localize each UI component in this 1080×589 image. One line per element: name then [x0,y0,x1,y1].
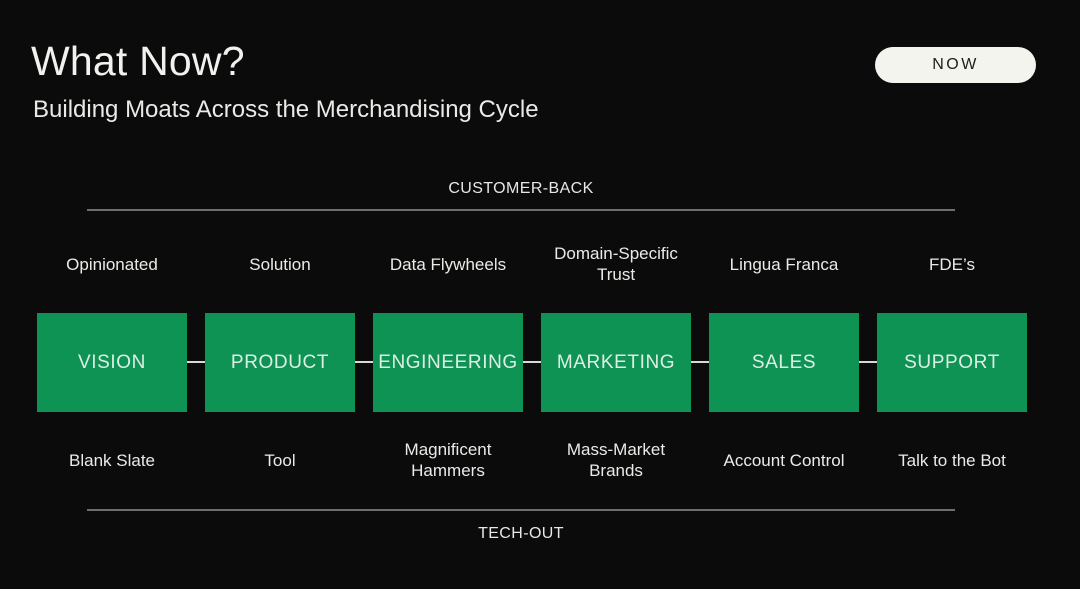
stage-bottom-label: Tool [264,450,296,470]
stage-top-label: Data Flywheels [389,254,507,274]
page-subtitle: Building Moats Across the Merchandising … [33,96,539,123]
page-title: What Now? [31,38,245,84]
stage-box-vision: VISION [37,313,187,412]
connector-line [523,361,541,363]
stage-top-label: Solution [249,254,311,274]
stage-box-label: SALES [751,351,817,373]
bottom-labels-row: Blank Slate Tool Magnificent Hammers Mas… [37,412,1027,508]
connector-line [691,361,709,363]
top-labels-row: Opinionated Solution Data Flywheels Doma… [37,222,1027,306]
stage-top-label: Lingua Franca [729,254,839,274]
connector-line [859,361,877,363]
stage-bottom-label: Mass-Market Brands [566,440,666,480]
stage-box-label: MARKETING [556,351,676,373]
connector-line [187,361,205,363]
stage-box-engineering: ENGINEERING [355,313,523,412]
tech-out-axis-label: TECH-OUT [478,525,564,542]
top-axis-line [87,209,955,211]
stage-bottom-label: Magnificent Hammers [404,440,492,480]
stage-box-support: SUPPORT [859,313,1027,412]
stage-box-label: ENGINEERING [378,351,518,373]
customer-back-axis-label: CUSTOMER-BACK [448,180,594,197]
stage-box-product: PRODUCT [187,313,355,412]
stage-box-label: PRODUCT [230,351,330,373]
stage-box-marketing: MARKETING [523,313,691,412]
stage-box-sales: SALES [691,313,859,412]
connector-line [355,361,373,363]
stage-bottom-label: Talk to the Bot [898,450,1006,470]
stage-top-label: Domain-Specific Trust [554,244,678,284]
stage-boxes-row: VISION PRODUCT ENGINEERING MARKETING SAL… [37,313,1027,412]
stage-top-label: Opinionated [66,254,158,274]
stage-box-label: VISION [77,351,146,373]
stage-bottom-label: Account Control [723,450,845,470]
bottom-axis-line [87,509,955,511]
stage-box-label: SUPPORT [904,351,1000,373]
now-badge-button[interactable]: NOW [875,47,1036,83]
stage-top-label: FDE’s [929,254,975,274]
stage-bottom-label: Blank Slate [69,450,155,470]
